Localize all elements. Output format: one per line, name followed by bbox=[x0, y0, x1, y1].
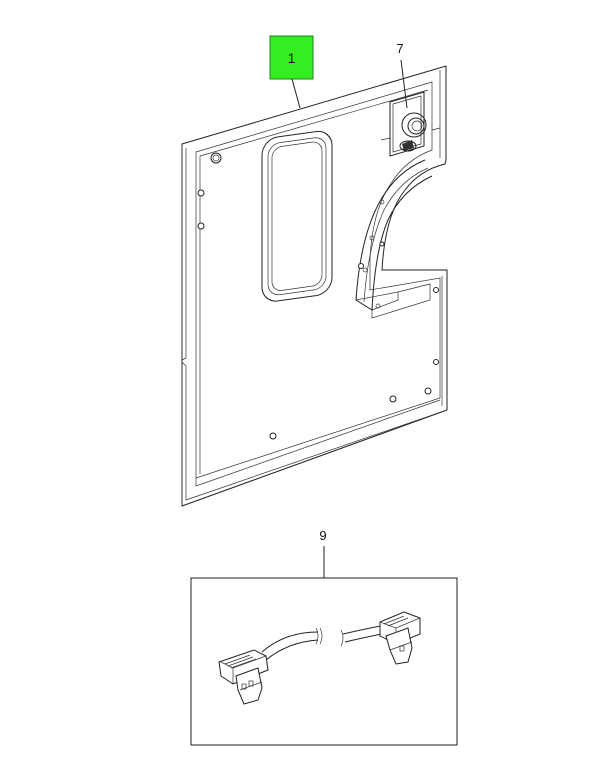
mounting-holes bbox=[197, 152, 439, 440]
harness-inset-frame bbox=[190, 577, 458, 746]
panel-outline bbox=[181, 65, 448, 507]
left-connector bbox=[218, 649, 269, 705]
door-panel bbox=[181, 65, 448, 507]
callout-9-label[interactable]: 9 bbox=[319, 528, 326, 543]
lock-bezel bbox=[380, 91, 441, 157]
callout-1[interactable]: 1 bbox=[269, 35, 314, 109]
armrest-channel bbox=[355, 159, 433, 319]
harness-inset bbox=[190, 577, 458, 746]
callout-9[interactable]: 9 bbox=[319, 528, 327, 578]
callout-1-leader bbox=[291, 78, 301, 109]
callout-1-highlight-box[interactable] bbox=[269, 35, 314, 80]
callout-7-label[interactable]: 7 bbox=[396, 41, 403, 56]
window-recess bbox=[261, 130, 333, 302]
callout-1-label[interactable]: 1 bbox=[288, 50, 296, 66]
right-connector bbox=[379, 611, 421, 665]
